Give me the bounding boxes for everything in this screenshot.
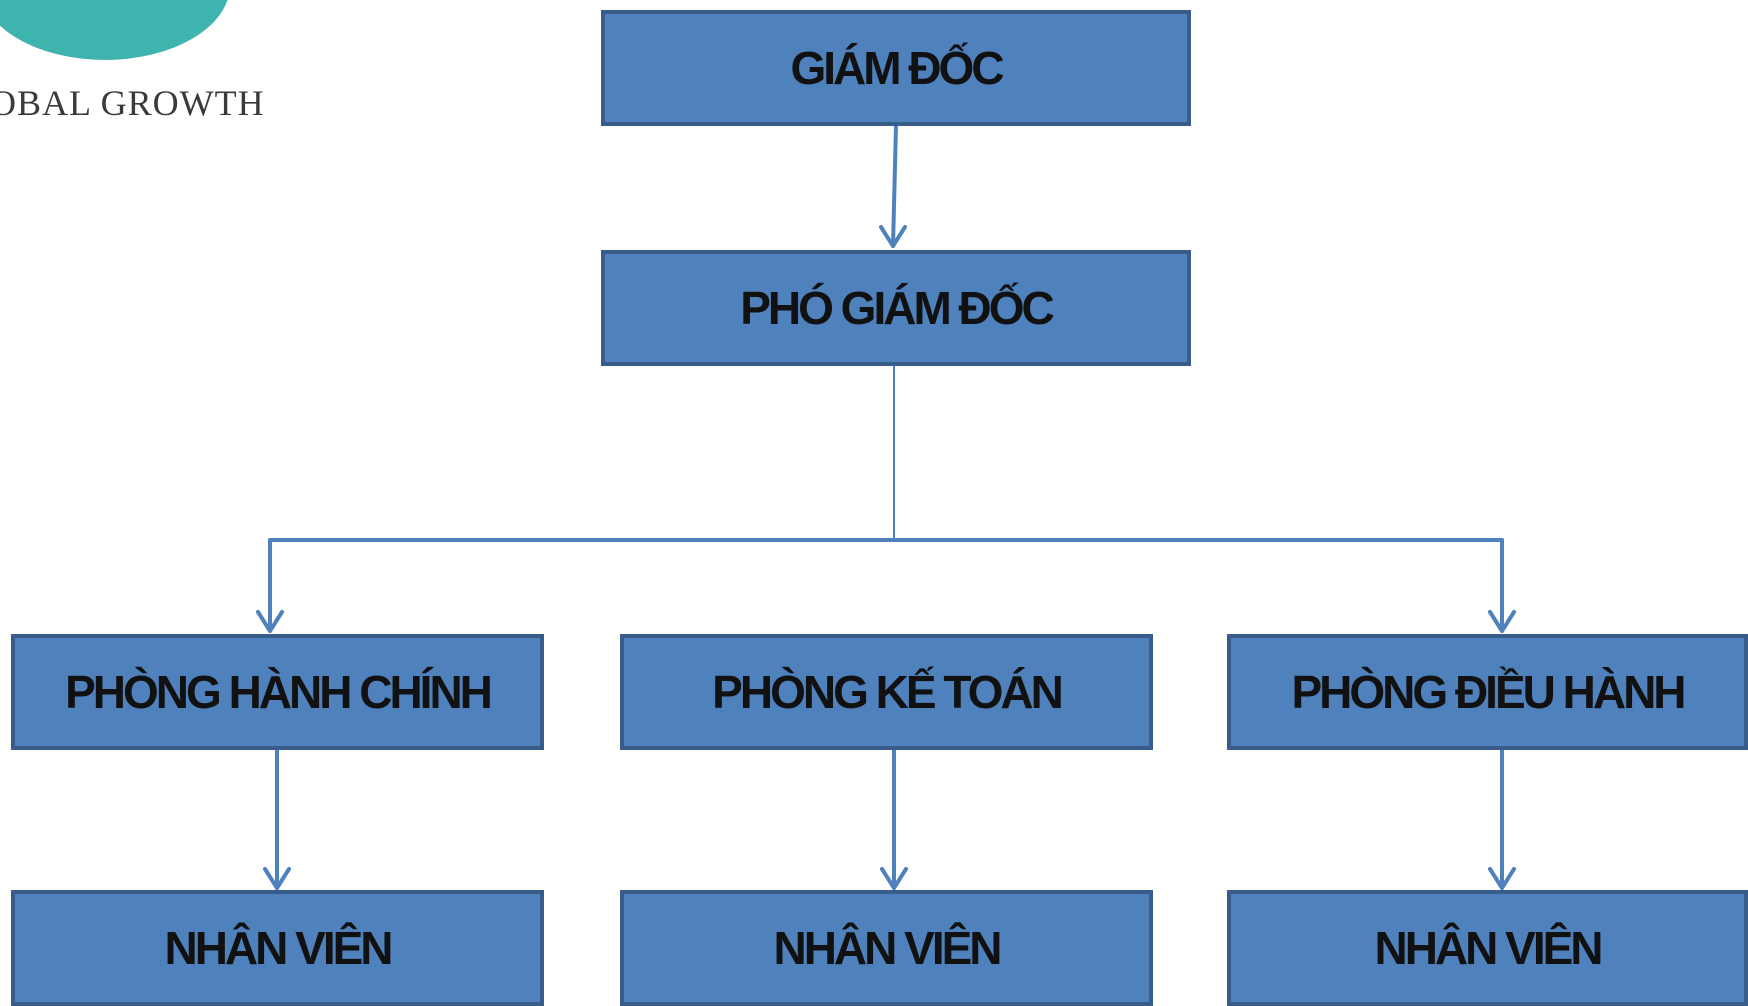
node-staff-operations: NHÂN VIÊN	[1227, 890, 1748, 1006]
node-staff-accounting: NHÂN VIÊN	[620, 890, 1153, 1006]
node-dept-operations-label: PHÒNG ĐIỀU HÀNH	[1291, 666, 1686, 718]
node-deputy-label: PHÓ GIÁM ĐỐC	[740, 282, 1055, 334]
arrowhead-staff-3	[1488, 867, 1516, 890]
node-dept-accounting-label: PHÒNG KẾ TOÁN	[712, 666, 1064, 718]
node-staff-accounting-label: NHÂN VIÊN	[773, 922, 1002, 974]
node-dept-admin: PHÒNG HÀNH CHÍNH	[11, 634, 544, 750]
node-deputy: PHÓ GIÁM ĐỐC	[601, 250, 1191, 366]
arrowhead-dept-3	[1488, 610, 1516, 633]
node-dept-admin-label: PHÒNG HÀNH CHÍNH	[65, 666, 493, 718]
arrowhead-deputy	[879, 225, 907, 248]
logo-text: OBAL GROWTH	[0, 83, 265, 123]
node-director: GIÁM ĐỐC	[601, 10, 1191, 126]
arrowhead-dept-1	[256, 610, 284, 633]
arrowhead-staff-1	[263, 867, 291, 890]
node-director-label: GIÁM ĐỐC	[790, 42, 1004, 94]
connector-director-deputy	[891, 123, 898, 248]
node-staff-operations-label: NHÂN VIÊN	[1374, 922, 1603, 974]
node-dept-accounting: PHÒNG KẾ TOÁN	[620, 634, 1153, 750]
node-staff-admin-label: NHÂN VIÊN	[164, 922, 393, 974]
arrowhead-staff-2	[880, 867, 908, 890]
node-staff-admin: NHÂN VIÊN	[11, 890, 544, 1006]
node-dept-operations: PHÒNG ĐIỀU HÀNH	[1227, 634, 1748, 750]
